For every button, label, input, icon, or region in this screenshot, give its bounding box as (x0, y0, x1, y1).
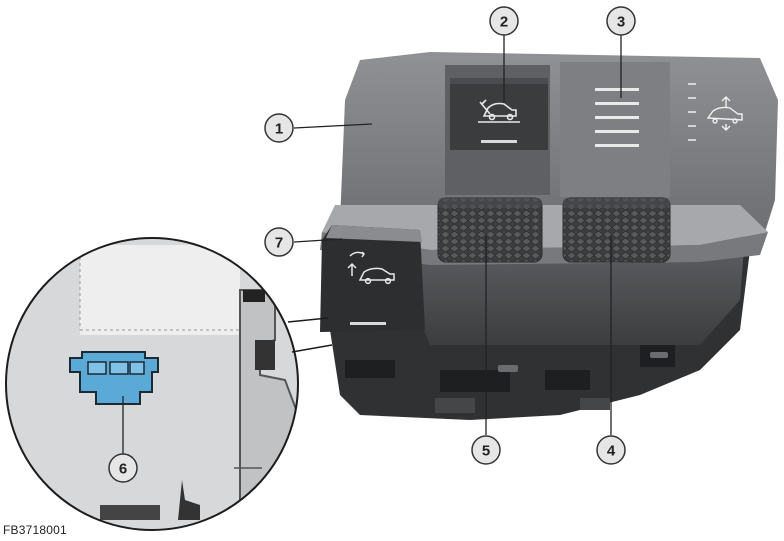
callout-7: 7 (264, 227, 294, 257)
base-foot (435, 398, 475, 413)
callout-5: 5 (471, 435, 501, 465)
svg-text:3: 3 (617, 14, 625, 31)
base-slot (498, 365, 518, 372)
button-bay-3 (560, 62, 670, 197)
svg-text:2: 2 (500, 14, 508, 31)
connector-inset (5, 237, 333, 531)
hill-descent-button[interactable] (450, 78, 548, 150)
callout-3: 3 (606, 6, 636, 36)
svg-text:1: 1 (275, 121, 283, 138)
base-foot (580, 398, 610, 410)
suspension-height-car-icon (688, 83, 743, 141)
callout-1: 1 (264, 113, 294, 143)
svg-text:6: 6 (119, 461, 127, 478)
svg-text:7: 7 (275, 235, 283, 252)
terrain-rotary-wheel[interactable] (437, 197, 543, 263)
suspension-level-indicator (595, 88, 639, 147)
hill-descent-car-icon (478, 99, 520, 123)
figure-id: FB3718001 (3, 523, 67, 537)
callout-2: 2 (489, 6, 519, 36)
connector-plug (69, 351, 159, 405)
svg-text:5: 5 (482, 443, 490, 460)
callout-4: 4 (596, 435, 626, 465)
base-tab (345, 360, 395, 378)
switch-unit (320, 52, 778, 420)
base-tab (545, 370, 590, 390)
svg-text:4: 4 (607, 443, 616, 460)
vehicle-raise-car-icon (347, 251, 395, 285)
callout-6: 6 (108, 453, 138, 483)
height-rotary-wheel[interactable] (562, 197, 671, 263)
access-height-button[interactable] (320, 225, 425, 332)
callouts (122, 35, 622, 454)
inset-housing-panel (80, 245, 240, 335)
access-height-indicator (350, 322, 386, 325)
hill-descent-indicator (481, 140, 517, 143)
base-slot (650, 352, 668, 358)
base-tab (440, 370, 510, 392)
